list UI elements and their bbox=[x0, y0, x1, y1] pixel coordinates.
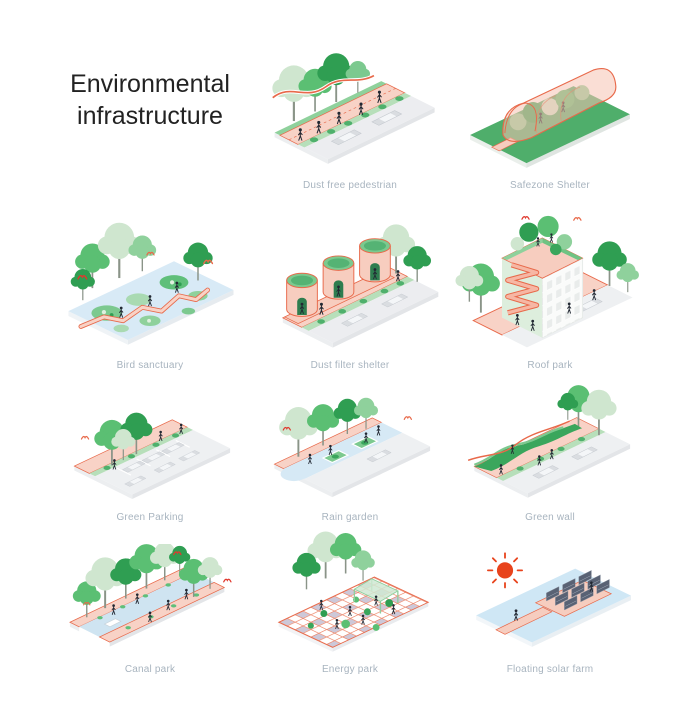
rain-garden-illustration bbox=[273, 397, 431, 497]
solar-panels bbox=[546, 570, 610, 611]
bird-sanctuary-illustration bbox=[68, 222, 234, 345]
tile-green-parking: Green Parking bbox=[50, 374, 250, 526]
tile-safezone-shelter: Safezone Shelter bbox=[450, 24, 650, 194]
tree-icon bbox=[70, 268, 95, 300]
tile-label: Roof park bbox=[527, 360, 573, 371]
bird-icon bbox=[403, 416, 413, 420]
energy-park-illustration bbox=[277, 531, 430, 652]
tile-label: Dust free pedestrian bbox=[302, 180, 398, 191]
tile-rain-garden: Rain garden bbox=[250, 374, 450, 526]
wind-ribbon bbox=[272, 74, 375, 99]
tile-bird-sanctuary: Bird sanctuary bbox=[50, 194, 250, 374]
tree-icon bbox=[616, 262, 639, 292]
tile-label: Green Parking bbox=[116, 512, 184, 523]
tile-label: Dust filter shelter bbox=[310, 360, 390, 371]
roof-garden bbox=[510, 215, 573, 256]
trees bbox=[292, 531, 375, 590]
tree-icon bbox=[292, 552, 321, 590]
pergola bbox=[353, 578, 399, 614]
tunnel-shell bbox=[502, 68, 617, 143]
title-cell: Environmental infrastructure bbox=[50, 24, 250, 194]
tile-roof-park: Roof park bbox=[450, 194, 650, 374]
tile-dust-filter-shelter: Dust filter shelter bbox=[250, 194, 450, 374]
water-channel bbox=[283, 422, 403, 479]
bird-icon bbox=[573, 216, 582, 221]
filter-cylinders bbox=[286, 237, 391, 317]
bird-icon bbox=[521, 215, 530, 220]
green-wall-ribbon bbox=[474, 424, 583, 472]
dust-free-pedestrian-illustration bbox=[271, 53, 435, 164]
tile-label: Energy park bbox=[321, 664, 379, 675]
tile-floating-solar-farm: Floating solar farm bbox=[450, 526, 650, 678]
green-parking-illustration bbox=[73, 412, 231, 499]
walkway bbox=[495, 607, 553, 635]
tile-label: Green wall bbox=[525, 512, 575, 523]
sun-icon bbox=[487, 552, 524, 589]
green-wall-illustration bbox=[467, 385, 631, 498]
tile-energy-park: Energy park bbox=[250, 526, 450, 678]
building bbox=[501, 215, 584, 339]
infographic-grid: Environmental infrastructure bbox=[50, 24, 650, 678]
bushes bbox=[307, 596, 394, 631]
page-title: Environmental infrastructure bbox=[70, 70, 230, 130]
bird-icon bbox=[80, 435, 90, 440]
tile-label: Canal park bbox=[124, 664, 176, 675]
tile-label: Safezone Shelter bbox=[510, 180, 590, 191]
boat bbox=[103, 618, 122, 628]
safezone-shelter-illustration bbox=[470, 68, 630, 169]
tile-label: Floating solar farm bbox=[506, 664, 594, 675]
wind-line bbox=[467, 420, 570, 462]
parking-lines bbox=[116, 439, 190, 476]
canal-park-illustration bbox=[69, 544, 232, 647]
roof-park-illustration bbox=[455, 215, 639, 348]
tile-label: Rain garden bbox=[321, 512, 379, 523]
tile-dust-free-pedestrian: Dust free pedestrian bbox=[250, 24, 450, 194]
hedges bbox=[309, 96, 404, 143]
hedges bbox=[103, 433, 180, 470]
bird-icon bbox=[223, 578, 232, 583]
tile-label: Bird sanctuary bbox=[116, 360, 184, 371]
hedges bbox=[317, 280, 405, 324]
dust-filter-shelter-illustration bbox=[281, 224, 439, 348]
person-icon bbox=[549, 233, 554, 243]
tile-green-wall: Green wall bbox=[450, 374, 650, 526]
floating-solar-farm-illustration bbox=[476, 552, 631, 648]
tile-canal-park: Canal park bbox=[50, 526, 250, 678]
